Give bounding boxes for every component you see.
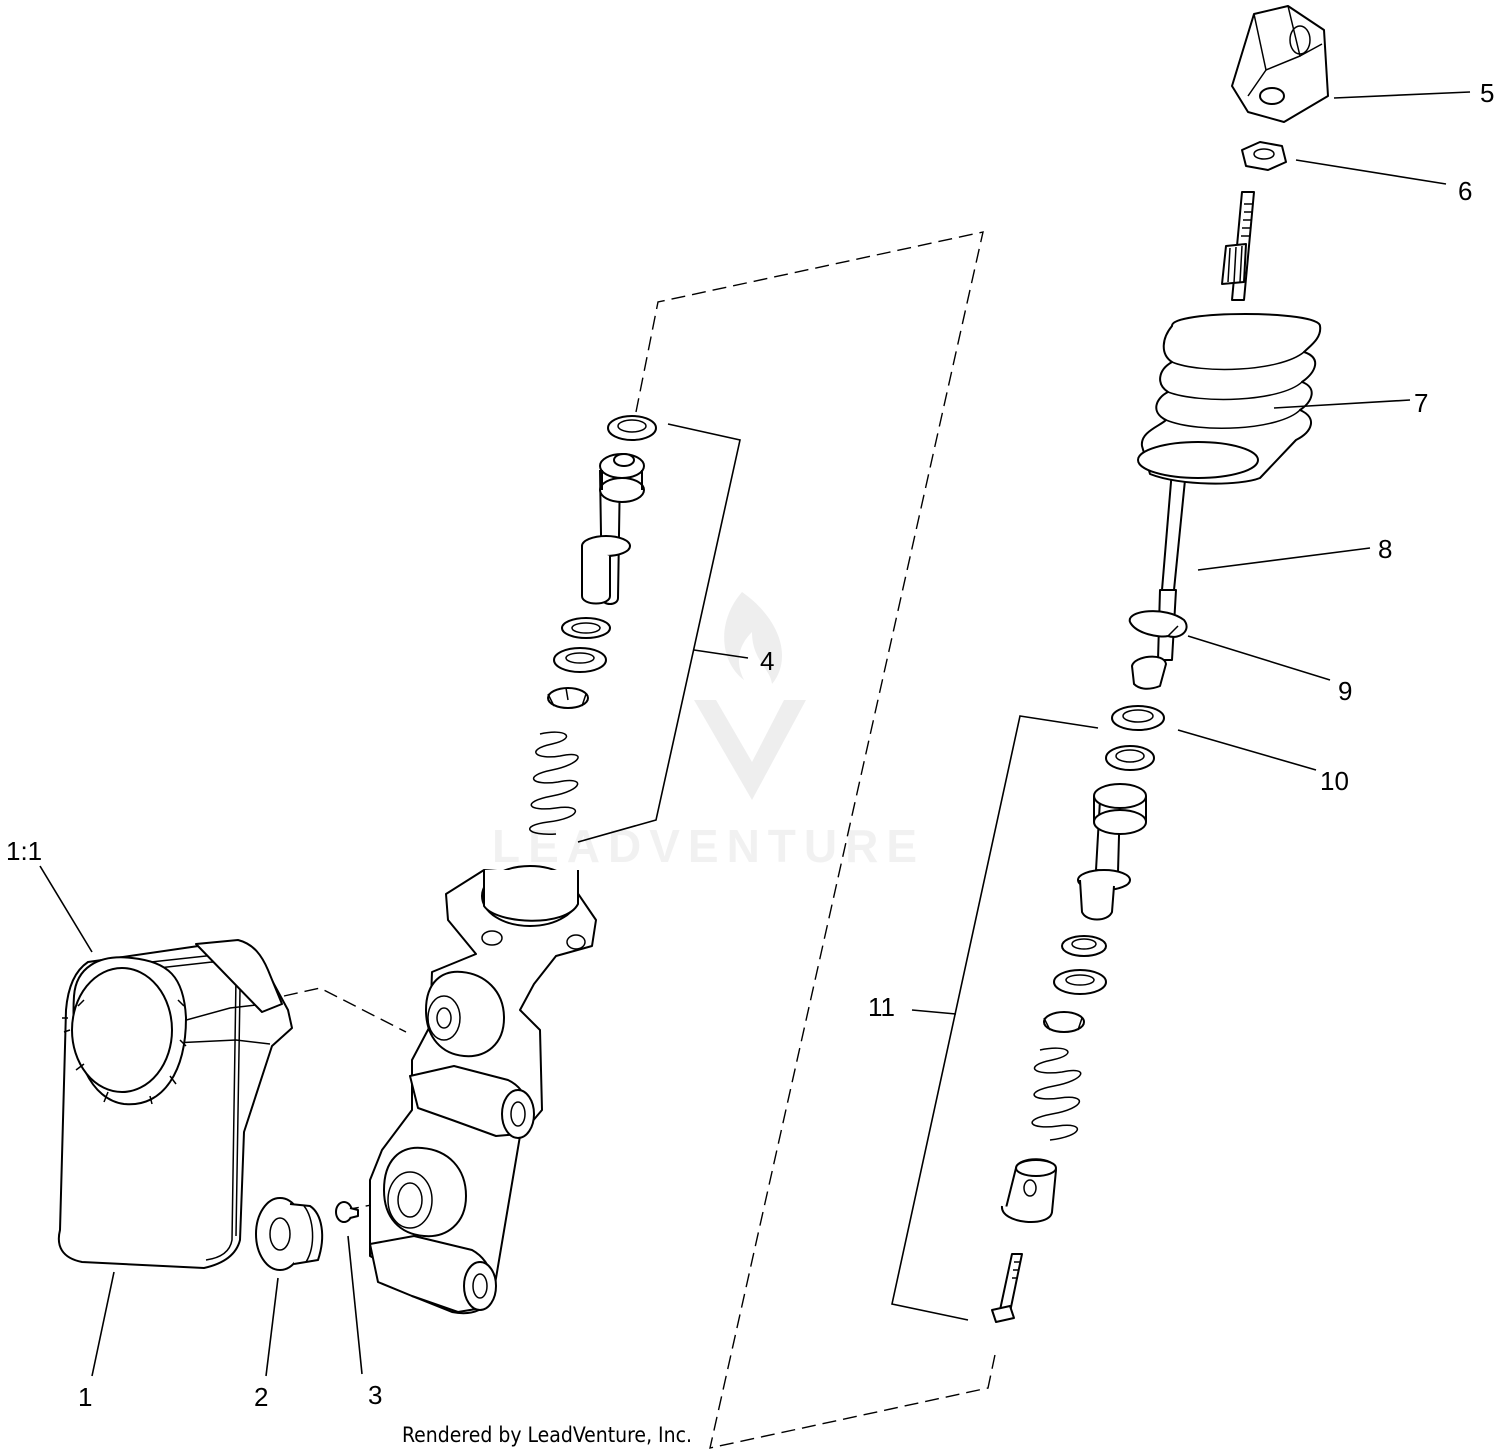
primary-piston-kit-part [529, 415, 657, 835]
watermark-logo: LEADVENTURE [492, 592, 925, 872]
push-rod-part [1131, 191, 1255, 690]
callout-7: 7 [1414, 388, 1428, 418]
callout-11: 11 [868, 992, 895, 1022]
reservoir-part [57, 939, 293, 1269]
callout-2: 2 [254, 1382, 268, 1412]
callout-5: 5 [1480, 78, 1494, 108]
seal-part [1111, 705, 1165, 731]
watermark-text: LEADVENTURE [492, 820, 925, 872]
grommet-part [255, 1197, 324, 1271]
pin-part [335, 1201, 359, 1223]
callout-labels: 1:1 1 2 3 4 5 6 7 8 9 10 11 [6, 78, 1494, 1412]
callout-1-1: 1:1 [6, 836, 42, 866]
master-cylinder-body [369, 865, 597, 1315]
callout-1: 1 [78, 1382, 92, 1412]
callout-6: 6 [1458, 176, 1472, 206]
leader-lines [39, 91, 1471, 1377]
secondary-piston-kit-part [991, 745, 1155, 1323]
nut-part [1241, 141, 1287, 171]
render-credit: Rendered by LeadVenture, Inc. [402, 1423, 692, 1447]
snap-ring-part [1128, 610, 1188, 638]
callout-3: 3 [368, 1380, 382, 1410]
callout-8: 8 [1378, 534, 1392, 564]
callout-9: 9 [1338, 676, 1352, 706]
callout-10: 10 [1320, 766, 1349, 796]
clevis-part [1231, 5, 1329, 123]
callout-4: 4 [760, 646, 774, 676]
boot-part [1137, 313, 1322, 485]
